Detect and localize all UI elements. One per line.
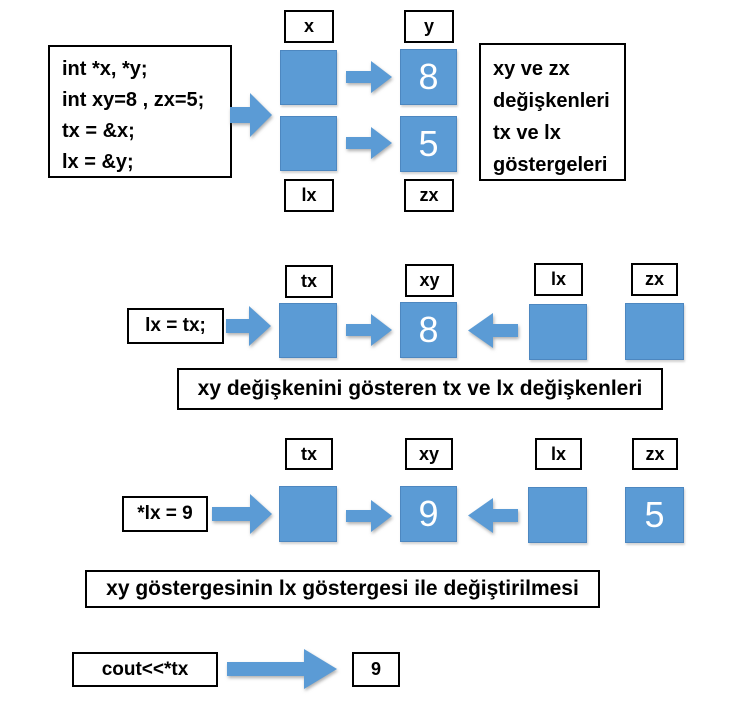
var-label-lx: lx xyxy=(284,179,334,212)
var-label-zx: zx xyxy=(631,263,678,296)
description-line: tx ve lx xyxy=(493,122,561,144)
memory-cell-zx xyxy=(625,303,684,360)
memory-cell-lx xyxy=(529,304,587,360)
description-line: xy ve zx xyxy=(493,58,570,80)
cout-statement-box: cout<<*tx xyxy=(72,652,218,687)
memory-cell-xy: 8 xyxy=(400,302,457,358)
caption-box: xy göstergesinin lx göstergesi ile değiş… xyxy=(85,570,600,608)
memory-cell-zx: 5 xyxy=(400,116,457,172)
memory-cell-tx xyxy=(279,303,337,358)
code-box: int *x, *y; int xy=8 , zx=5; tx = &x; lx… xyxy=(48,45,232,178)
memory-cell-lx xyxy=(280,116,337,171)
cell-value: 5 xyxy=(418,123,439,164)
cell-value: 9 xyxy=(418,493,439,534)
memory-cell-tx xyxy=(279,486,337,542)
cell-value: 8 xyxy=(418,56,439,97)
var-label-tx: tx xyxy=(285,438,333,470)
code-line: lx = &y; xyxy=(62,151,134,173)
description-line: değişkenleri xyxy=(493,90,610,112)
cell-value: 8 xyxy=(418,309,439,350)
cell-value: 5 xyxy=(644,494,665,535)
arrow-right-icon xyxy=(346,127,392,159)
var-label-xy: xy xyxy=(405,438,453,470)
description-line: göstergeleri xyxy=(493,154,608,176)
arrow-left-icon xyxy=(468,498,518,533)
var-label-xy: xy xyxy=(405,264,454,297)
arrow-left-icon xyxy=(468,313,518,348)
memory-cell-lx xyxy=(528,487,587,543)
memory-cell-x xyxy=(280,50,337,105)
var-label-y: y xyxy=(404,10,454,43)
memory-cell-xy: 9 xyxy=(400,486,457,542)
description-box: xy ve zx değişkenleri tx ve lx göstergel… xyxy=(479,43,626,181)
var-label-zx: zx xyxy=(404,179,454,212)
var-label-x: x xyxy=(284,10,334,43)
arrow-right-icon xyxy=(346,61,392,93)
arrow-right-icon xyxy=(212,494,272,534)
statement-box: lx = tx; xyxy=(127,308,224,344)
var-label-lx: lx xyxy=(535,438,582,470)
statement-box: *lx = 9 xyxy=(122,496,208,532)
arrow-right-icon xyxy=(230,93,272,137)
arrow-right-icon xyxy=(226,306,271,346)
memory-cell-y: 8 xyxy=(400,49,457,105)
code-line: tx = &x; xyxy=(62,120,135,142)
code-line: int *x, *y; xyxy=(62,58,148,80)
memory-cell-zx: 5 xyxy=(625,487,684,543)
var-label-tx: tx xyxy=(285,265,333,298)
arrow-right-icon xyxy=(346,500,392,532)
caption-box: xy değişkenini gösteren tx ve lx değişke… xyxy=(177,368,663,410)
var-label-zx: zx xyxy=(632,438,678,470)
arrow-right-icon xyxy=(346,314,392,346)
code-line: int xy=8 , zx=5; xyxy=(62,89,205,111)
var-label-lx: lx xyxy=(534,263,583,296)
arrow-right-icon xyxy=(227,649,337,689)
output-value-box: 9 xyxy=(352,652,400,687)
